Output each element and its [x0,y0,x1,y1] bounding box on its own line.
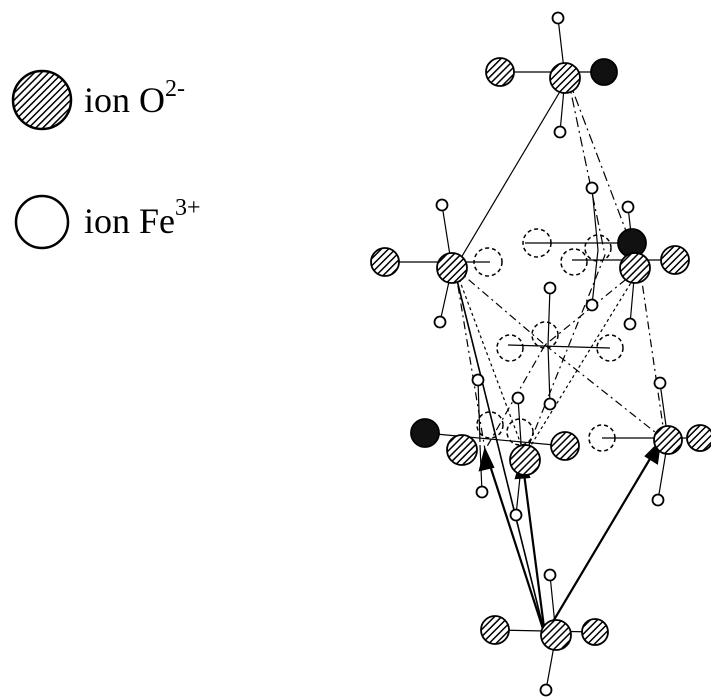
oxygen-ion [485,57,515,87]
iron-ion [585,298,599,312]
hidden-oxygen-ion [596,334,624,362]
oxygen-ion [653,425,683,455]
hidden-oxygen-ion [476,411,504,439]
cell-edge [524,254,606,456]
cell-edge [544,344,666,441]
iron-ion [471,373,485,387]
iron-ion [621,200,635,214]
open-circle-icon [14,194,70,250]
cell-edge [454,267,526,456]
hatched-circle-icon [11,69,73,131]
iron-ion-prefix: ion Fe [84,201,175,241]
oxygen-ion [550,431,580,461]
oxygen-ion [446,434,478,466]
hidden-oxygen-ion [496,334,524,362]
iron-ion-charge: 3+ [175,195,201,221]
oxygen-ion-label: ion O2- [84,76,185,120]
oxygen-ion [619,252,651,284]
iron-ion-label: ion Fe3+ [84,195,201,241]
oxygen-ion [436,252,468,284]
iron-ion [543,568,557,582]
vector-a [483,449,547,636]
iron-ion [553,125,567,139]
iron-ion [543,281,557,295]
cell-edge [567,77,606,256]
oxygen-ion [410,418,440,448]
oxygen-ions [370,57,711,651]
vector-c [544,441,661,636]
hidden-oxygen-ion [522,228,552,258]
oxygen-ion [370,247,400,277]
arrowhead [478,446,495,472]
iron-ion [509,508,523,522]
oxygen-ion [549,62,581,94]
oxygen-ion [660,245,690,275]
iron-ion [651,493,665,507]
hidden-oxygen-ion [506,418,534,446]
oxygen-ion [686,424,711,452]
hidden-oxygen-ions [473,228,624,452]
iron-ion [435,198,449,212]
hidden-oxygen-ion [584,234,612,262]
cell-edge [454,267,486,451]
hidden-oxygen-ion [473,247,503,277]
oxygen-ion [509,444,541,476]
iron-ion [539,683,553,697]
oxygen-ion [540,619,572,651]
iron-ion [475,485,489,499]
cell-edge [454,267,546,346]
iron-ion [543,397,557,411]
hidden-oxygen-ion [560,248,588,276]
bonds [385,17,700,691]
oxygen-ion [480,615,510,645]
oxygen-ion-prefix: ion O [84,80,165,120]
iron-ion [585,181,599,195]
cell-edge [454,77,569,269]
iron-ion [433,315,447,329]
oxygen-ion [581,618,609,646]
legend: ion O2- ion Fe3+ [11,69,201,250]
cell-edge [524,267,641,456]
cell-edge [639,267,666,441]
hidden-oxygen-ion [588,424,616,452]
oxygen-ion-charge: 2- [165,76,185,102]
hidden-oxygen-ion [531,321,559,349]
iron-ion [511,391,525,405]
iron-ions [433,11,667,697]
oxygen-ion [590,58,618,86]
vector-b [520,457,547,636]
iron-ion [551,11,565,25]
iron-ion [653,376,667,390]
vector-edge [454,271,546,636]
iron-ion [623,317,637,331]
